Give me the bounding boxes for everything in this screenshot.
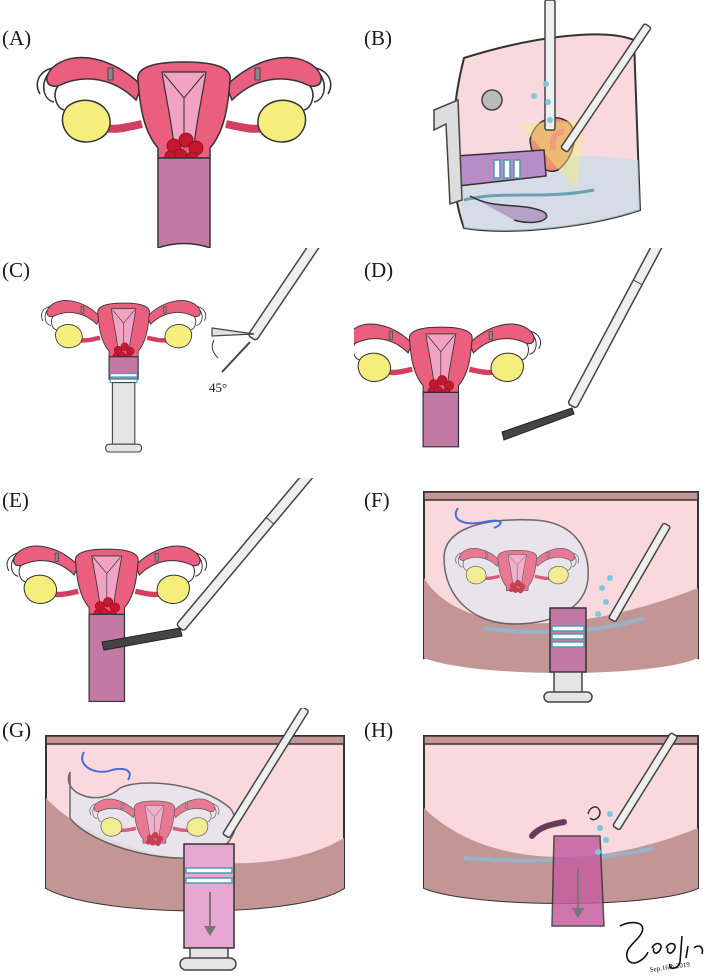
panel-h-label: (H): [364, 718, 394, 742]
uterus-division-step: [354, 248, 701, 448]
panel-e-label: (E): [2, 488, 29, 512]
panel-a: (A): [0, 18, 354, 248]
specimen-removal: [45, 708, 345, 971]
panel-d-label: (D): [364, 258, 394, 282]
panel-d: (D): [354, 248, 708, 478]
panel-f-label: (F): [364, 488, 390, 512]
panel-c-label: (C): [2, 258, 30, 282]
svg-text:Sep.16th.2019: Sep.16th.2019: [649, 960, 691, 974]
uterus-transection-step: [0, 478, 354, 703]
vaginal-cuff-closure: [423, 732, 699, 927]
uterus-with-manipulator: [0, 248, 354, 453]
artist-signature: Sep.16th.2019: [612, 918, 708, 974]
panel-b: (B): [354, 0, 708, 248]
panel-b-label: (B): [364, 26, 392, 50]
panel-f: (F): [354, 478, 708, 708]
panel-a-label: (A): [2, 26, 32, 50]
panel-g: (G): [0, 708, 354, 977]
angle-label: 45°: [209, 380, 228, 395]
specimen-in-bag: [423, 491, 699, 703]
panel-c: (C) 45°: [0, 248, 354, 478]
panel-h: (H): [354, 708, 708, 977]
uterus-illustration: [0, 18, 354, 248]
panel-g-label: (G): [2, 718, 32, 742]
panel-e: (E): [0, 478, 354, 708]
pelvic-cross-section: [433, 0, 652, 232]
